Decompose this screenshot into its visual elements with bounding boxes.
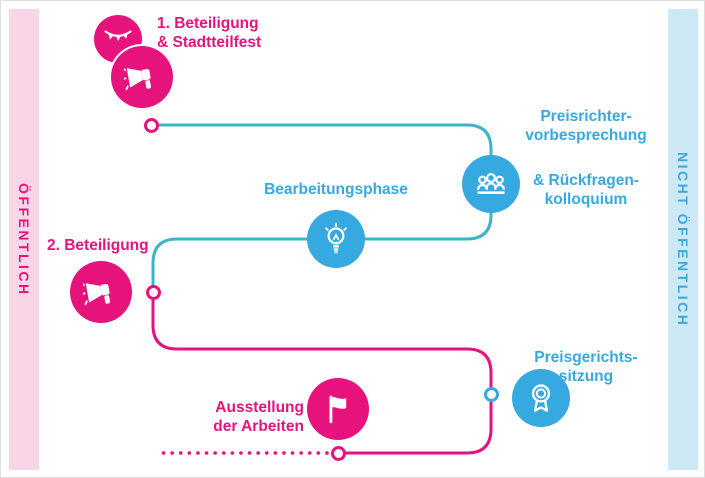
connection-dot-preisgericht — [484, 387, 499, 402]
nonpublic-sidebar: NICHT ÖFFENTLICH — [668, 9, 698, 470]
connector-segment-1 — [151, 123, 493, 184]
jury-icon — [476, 172, 506, 195]
lightbulb-icon — [325, 222, 347, 254]
megaphone-icon — [83, 282, 110, 306]
label-preisrichter-part1: Preisrichter- vorbesprechung — [525, 107, 647, 144]
label-ausstellung: Ausstellung der Arbeiten — [213, 399, 304, 435]
connector-segment-3 — [151, 292, 493, 394]
label-preisrichter-part2: & Rückfragen- kolloquium — [533, 171, 639, 208]
label-preisrichter: Preisrichter- vorbesprechung & Rückfrage… — [501, 89, 671, 228]
node-ausstellung — [307, 378, 369, 440]
connection-dot-beteiligung2 — [146, 285, 161, 300]
connector-segment-4 — [341, 394, 493, 455]
public-sidebar-label: ÖFFENTLICH — [16, 182, 32, 297]
node-beteiligung2 — [70, 261, 132, 323]
medal-icon — [531, 384, 551, 412]
connection-dot-beteiligung1 — [144, 118, 159, 133]
megaphone-icon — [124, 67, 151, 91]
connection-dot-ausstellung — [331, 446, 346, 461]
label-beteiligung1: 1. Beteiligung & Stadtteilfest — [157, 15, 262, 51]
node-bearbeitungsphase — [307, 210, 365, 268]
label-preisgericht: Preisgerichts- sitzung — [534, 349, 638, 385]
node-beteiligung1-megaphone — [111, 46, 173, 108]
public-sidebar: ÖFFENTLICH — [9, 9, 39, 470]
label-beteiligung2: 2. Beteiligung — [47, 237, 149, 254]
nonpublic-sidebar-label: NICHT ÖFFENTLICH — [675, 151, 691, 328]
garland-icon — [104, 30, 132, 41]
node-preisrichter — [462, 155, 520, 213]
label-bearbeitungsphase: Bearbeitungsphase — [264, 181, 408, 198]
flag-icon — [329, 395, 347, 424]
node-preisgericht — [512, 369, 570, 427]
